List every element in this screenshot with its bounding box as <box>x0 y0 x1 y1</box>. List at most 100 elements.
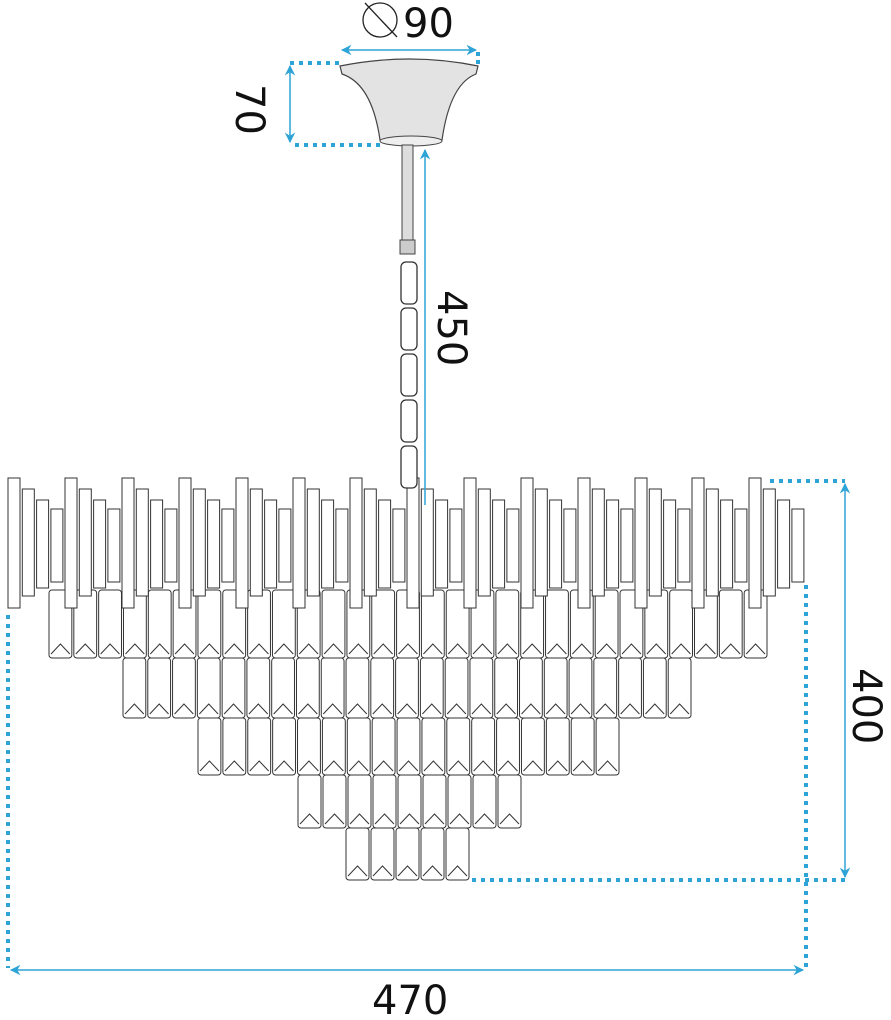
top-crystal <box>249 488 263 597</box>
top-crystal <box>691 477 705 609</box>
crystal-facet <box>149 643 170 655</box>
crystal-facet <box>671 643 691 655</box>
crystal-facet <box>374 813 395 825</box>
hanging-crystal <box>396 717 421 776</box>
crystal-facet <box>423 643 443 655</box>
crystal-facet <box>399 813 420 825</box>
crystal-facet <box>298 643 319 655</box>
hanging-crystal <box>345 657 370 719</box>
top-crystal <box>648 488 662 597</box>
crystal-facet <box>248 703 269 715</box>
top-crystal <box>563 508 577 583</box>
hanging-crystal <box>247 717 272 776</box>
hanging-crystal <box>545 717 570 776</box>
crystal-facet <box>595 703 616 715</box>
top-crystal <box>21 488 35 597</box>
crystal-facet <box>100 643 120 655</box>
chain-link <box>400 353 418 397</box>
crystal-facet <box>522 643 542 655</box>
crystal-facet <box>274 643 294 655</box>
crystal-facet <box>223 703 244 715</box>
hanging-crystal <box>246 657 271 719</box>
top-crystal <box>506 508 520 583</box>
crystal-facet <box>274 760 294 772</box>
hanging-crystal <box>568 657 593 719</box>
top-crystal <box>78 488 92 597</box>
crystal-facet <box>498 760 518 772</box>
crystal-facet <box>273 703 293 715</box>
top-crystal <box>420 488 434 597</box>
top-crystal <box>663 499 677 589</box>
crystal-facet <box>446 703 467 715</box>
crystal-facet <box>424 813 445 825</box>
crystal-facet <box>449 813 470 825</box>
crystal-facet <box>545 703 566 715</box>
top-crystal <box>634 477 648 609</box>
crystal-facet <box>298 703 318 715</box>
crystal-facet <box>224 760 245 772</box>
canopy-height-label: 70 <box>226 84 272 135</box>
hanging-crystal <box>147 657 172 719</box>
canopy-height-dimension <box>284 61 380 147</box>
hanging-crystal <box>321 717 346 776</box>
hanging-crystal <box>519 657 543 719</box>
crystal-facet <box>447 643 468 655</box>
hanging-crystal <box>397 774 422 829</box>
top-crystal <box>335 508 349 583</box>
hanging-crystal <box>420 589 445 659</box>
diameter-symbol-icon <box>362 2 398 38</box>
top-crystal <box>192 488 206 597</box>
hanging-crystal <box>221 657 246 719</box>
hanging-crystal <box>445 827 470 881</box>
crystal-facet <box>523 760 543 772</box>
top-crystal <box>720 499 734 589</box>
hanging-crystal <box>372 774 397 829</box>
crystal-facet <box>149 703 169 715</box>
body-width-dimension <box>6 585 808 976</box>
hanging-crystal <box>593 657 618 719</box>
chain-link <box>400 445 418 489</box>
crystal-body <box>7 477 805 881</box>
crystal-facet <box>199 643 220 655</box>
top-crystal <box>278 508 292 583</box>
top-crystal <box>135 488 149 597</box>
top-crystal <box>677 508 691 583</box>
crystal-facet <box>323 643 344 655</box>
crystal-facet <box>547 760 568 772</box>
hanging-crystal <box>322 774 347 829</box>
hanging-crystal <box>644 589 669 659</box>
hanging-crystal <box>421 717 446 776</box>
crystal-facet <box>499 813 520 825</box>
crystal-facet <box>471 703 492 715</box>
hanging-crystal <box>222 717 247 776</box>
crystal-facet <box>570 703 591 715</box>
crystal-facet <box>75 643 96 655</box>
top-crystal <box>534 488 548 597</box>
crystal-facet <box>422 703 442 715</box>
crystal-facet <box>373 760 394 772</box>
suspension-rod <box>401 144 414 246</box>
hanging-crystal <box>422 774 447 829</box>
crystal-facet <box>299 760 319 772</box>
top-crystal <box>777 499 791 589</box>
top-crystal <box>321 499 335 589</box>
hanging-crystal <box>420 827 445 881</box>
diameter-dimension <box>340 44 480 66</box>
hanging-crystal <box>347 774 372 829</box>
hanging-crystal <box>297 717 321 776</box>
hanging-crystal <box>122 657 147 719</box>
crystal-facet <box>521 703 541 715</box>
top-crystal <box>50 508 64 583</box>
ceiling-canopy <box>339 58 479 141</box>
chain-link <box>400 399 418 443</box>
crystal-facet <box>547 643 567 655</box>
top-crystal <box>292 477 306 609</box>
hanging-crystal <box>321 589 346 659</box>
top-crystal <box>178 477 192 609</box>
crystal-facet <box>349 813 370 825</box>
crystal-facet <box>50 643 71 655</box>
top-crystal <box>36 499 50 589</box>
hanging-crystal <box>247 589 271 659</box>
crystal-facet <box>496 703 516 715</box>
